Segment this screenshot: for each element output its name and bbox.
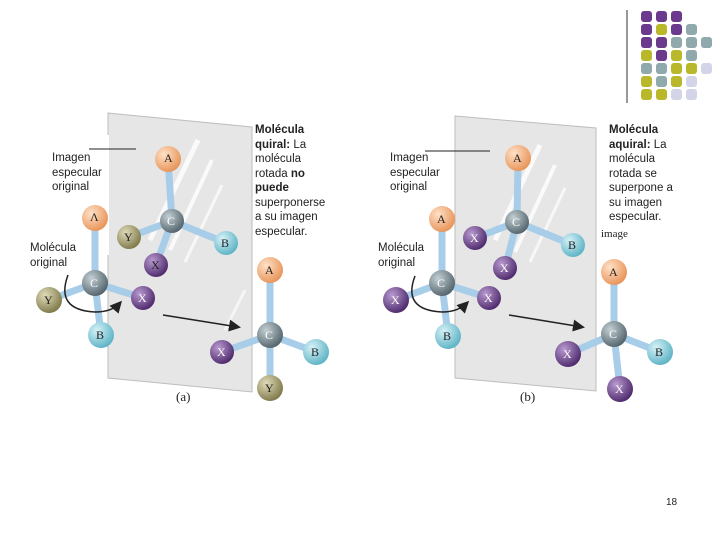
panel-b-caption: (b) xyxy=(520,389,536,404)
panel-a-original-label: Molécula original xyxy=(30,242,77,269)
panel-a-original-molecule xyxy=(36,205,155,348)
atom-label-b: B xyxy=(96,328,105,342)
panel-b-desc-title: Molécula aquiral: xyxy=(609,124,659,151)
atom-label-c: C xyxy=(512,215,521,229)
atom-label-x: X xyxy=(615,382,624,396)
panel-b-description: Molécula aquiral: La molécula rotada se … xyxy=(609,123,699,225)
atom-label-b: B xyxy=(655,345,664,359)
panel-a-desc-title: Molécula quiral: xyxy=(255,124,305,151)
atom-label-x: X xyxy=(563,347,572,361)
atom-label-c: C xyxy=(609,327,618,341)
panel-b-mirror-label: Imagen especular original xyxy=(390,152,440,193)
panel-b-original-label: Molécula original xyxy=(378,242,425,269)
panel-a-caption: (a) xyxy=(176,389,191,404)
atom-label-x: X xyxy=(470,231,479,245)
atom-label-a: Λ xyxy=(90,210,99,224)
atom-label-y: Y xyxy=(124,230,133,244)
atom-label-a: A xyxy=(609,265,618,279)
panel-a-desc-puede: puede xyxy=(255,182,289,194)
panel-a-rotated-molecule xyxy=(210,257,329,401)
panel-b-original-molecule xyxy=(383,206,501,349)
panel-a-label-backdrop xyxy=(62,135,109,255)
atom-label-y: Y xyxy=(265,381,274,395)
atom-label-x: X xyxy=(151,258,160,272)
panel-b-image-fragment: image xyxy=(601,228,628,240)
atom-label-x: X xyxy=(484,291,493,305)
atom-label-c: C xyxy=(437,276,446,290)
atom-label-b: B xyxy=(443,329,452,343)
decorative-square-grid xyxy=(626,10,712,103)
atom-label-y: Y xyxy=(44,293,53,307)
panel-a-desc-no: no xyxy=(290,167,305,180)
atom-label-b: B xyxy=(311,345,320,359)
atom-label-a: A xyxy=(513,151,522,165)
panel-a-mirror-label: Imagen especular original xyxy=(52,152,102,193)
atom-label-a: A xyxy=(437,212,446,226)
panel-a-description: Molécula quiral: La molécula rotada no p… xyxy=(255,123,345,239)
atom-label-c: C xyxy=(265,328,274,342)
panel-a-desc-end: superponerse a su imagen especular. xyxy=(255,196,326,238)
panel-b-desc-backdrop xyxy=(600,115,660,235)
panel-a-desc-mid: La molécula rotada xyxy=(255,138,307,180)
atom-label-a: A xyxy=(164,151,173,165)
atom-label-x: X xyxy=(391,293,400,307)
atom-label-x: X xyxy=(500,261,509,275)
panel-b-rotation-arrow xyxy=(508,314,585,332)
atom-label-a: A xyxy=(265,263,274,277)
atom-label-b: B xyxy=(221,236,230,250)
atom-label-b: B xyxy=(568,238,577,252)
atom-label-c: C xyxy=(90,276,99,290)
panel-b-rotated-molecule xyxy=(555,259,673,402)
panel-b-desc-rest: La molécula rotada se superpone a su ima… xyxy=(609,138,673,224)
atom-label-c: C xyxy=(167,214,176,228)
atom-label-x: X xyxy=(217,345,226,359)
page-number: 18 xyxy=(666,497,678,508)
panel-a-mirror-molecule xyxy=(117,146,238,277)
panel-a-rotation-arrow xyxy=(162,314,241,332)
atom-label-x: X xyxy=(138,291,147,305)
panel-b-mirror-molecule xyxy=(463,145,585,280)
